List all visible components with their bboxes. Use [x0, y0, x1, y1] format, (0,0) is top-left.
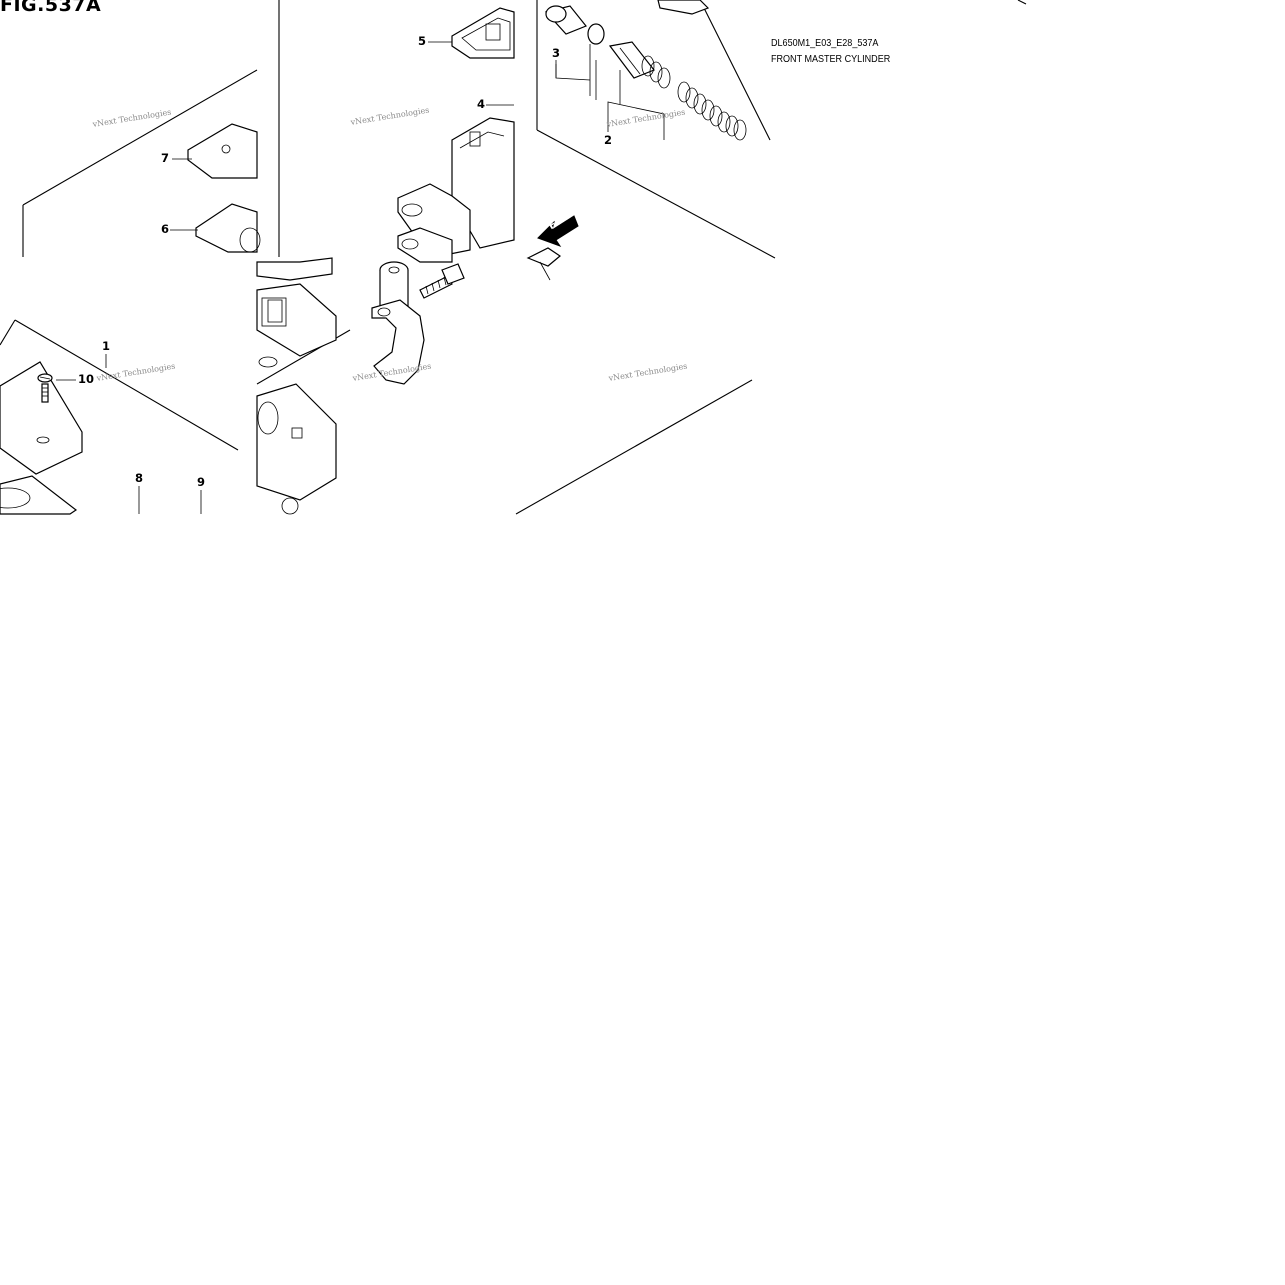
figure-code: DL650M1_E03_E28_537A [771, 37, 879, 49]
callout-8: 8 [135, 471, 144, 485]
piston-set [544, 0, 747, 141]
callout-3: 3 [552, 46, 561, 60]
lower-body-detail [256, 257, 337, 515]
callout-1: 1 [102, 339, 111, 353]
diaphragm [451, 7, 515, 59]
callout-4: 4 [477, 97, 486, 111]
callout-7: 7 [161, 151, 170, 165]
screw [37, 373, 53, 403]
figure-name: FRONT MASTER CYLINDER [771, 53, 891, 65]
reservoir-body [0, 361, 83, 515]
callout-9: 9 [197, 475, 206, 489]
figure-title: FIG.537A [0, 0, 102, 16]
lever-end [526, 247, 562, 281]
fwd-arrow-shape [537, 215, 579, 247]
spring-coils [641, 55, 747, 141]
cap-plate [195, 203, 261, 253]
callout-10: 10 [78, 372, 95, 386]
callout-2: 2 [604, 133, 613, 147]
callout-5: 5 [418, 34, 427, 48]
reservoir-cap [187, 123, 258, 179]
clamp-holder [371, 261, 425, 385]
leader-lines [56, 41, 665, 514]
master-cylinder-body [397, 117, 515, 263]
callout-6: 6 [161, 222, 170, 236]
clamp-bolt [419, 263, 465, 299]
panel-borders [0, 0, 1027, 515]
